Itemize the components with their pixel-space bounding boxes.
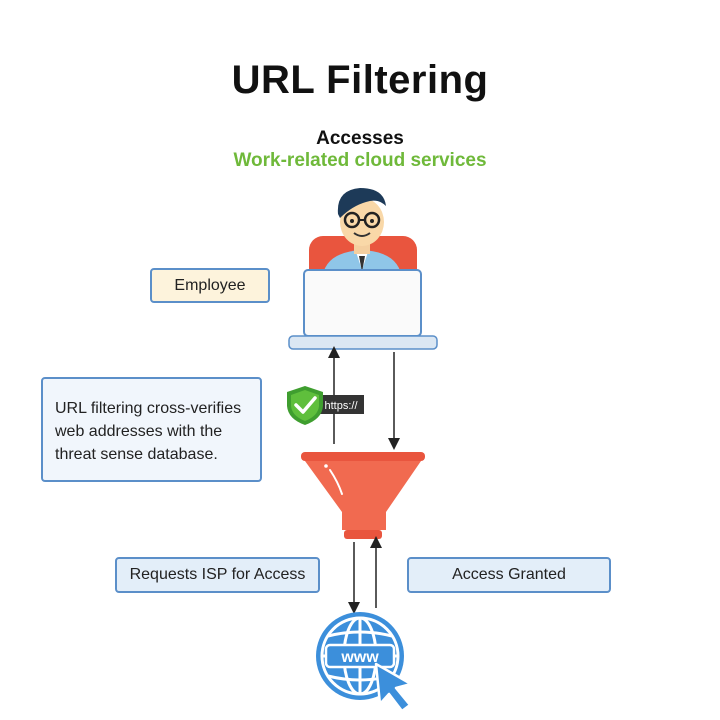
filter-funnel-icon [301, 452, 425, 539]
requests-isp-label: Requests ISP for Access [115, 557, 320, 593]
laptop-icon [288, 269, 438, 350]
https-badge: https:// [318, 395, 364, 414]
https-text: https:// [324, 400, 358, 412]
accesses-label: Accesses [316, 128, 404, 149]
access-granted-label: Access Granted [407, 557, 611, 593]
page-title: URL Filtering [231, 58, 489, 102]
employee-label: Employee [150, 268, 270, 303]
cursor-icon [374, 662, 413, 713]
shield-check-icon [287, 386, 323, 425]
description-box: URL filtering cross-verifies web address… [41, 377, 262, 482]
accesses-target: Work-related cloud services [233, 150, 487, 171]
www-text: www [340, 649, 379, 666]
